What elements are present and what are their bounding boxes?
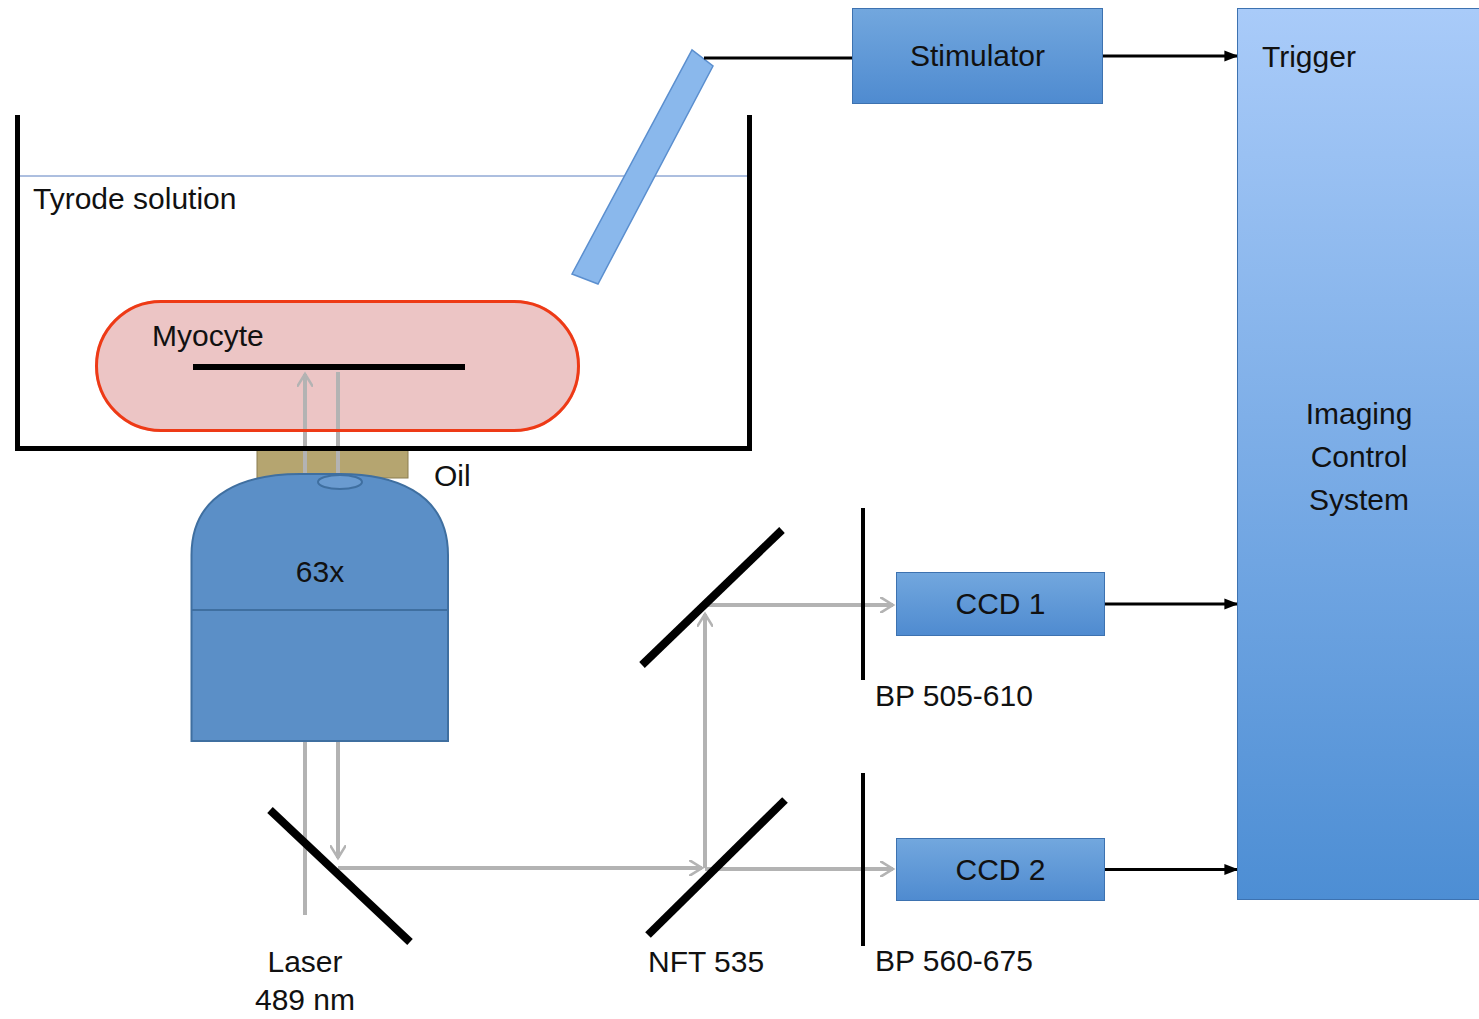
- signal-connector: [1103, 55, 1237, 58]
- objective-body: [190, 460, 450, 742]
- stimulation-electrode: [572, 50, 713, 284]
- laser-label: Laser 489 nm: [248, 943, 362, 1019]
- node-body-text: Imaging Control System: [1279, 392, 1439, 521]
- node-label: Myocyte: [152, 318, 264, 354]
- objective-lens: 63x: [190, 460, 450, 742]
- node-label: CCD 1: [897, 573, 1104, 635]
- myocyte-cell: Myocyte: [95, 300, 580, 432]
- ccd-camera: CCD 1: [896, 572, 1105, 636]
- ccd-camera: CCD 2: [896, 838, 1105, 901]
- node-label: CCD 2: [897, 839, 1104, 900]
- focal-line: [193, 364, 465, 370]
- bandpass-filter: [861, 508, 865, 946]
- node-label: Stimulator: [853, 9, 1102, 103]
- filter-label: BP 560-675: [875, 943, 1033, 979]
- filter-label: BP 505-610: [875, 678, 1033, 714]
- node-label: 63x: [190, 554, 450, 590]
- medium-label: Oil: [434, 458, 471, 494]
- signal-connector: [1105, 603, 1237, 606]
- imaging-control-box: TriggerImaging Control System: [1237, 8, 1479, 900]
- node-label: Tyrode solution: [33, 181, 236, 217]
- stimulator-box: Stimulator: [852, 8, 1103, 104]
- signal-connector: [1105, 868, 1237, 871]
- electrode-wire: [704, 57, 852, 60]
- culture-dish: Tyrode solutionMyocyte: [15, 115, 752, 451]
- node-label: Trigger: [1262, 39, 1356, 75]
- dichroic-label: NFT 535: [648, 944, 764, 980]
